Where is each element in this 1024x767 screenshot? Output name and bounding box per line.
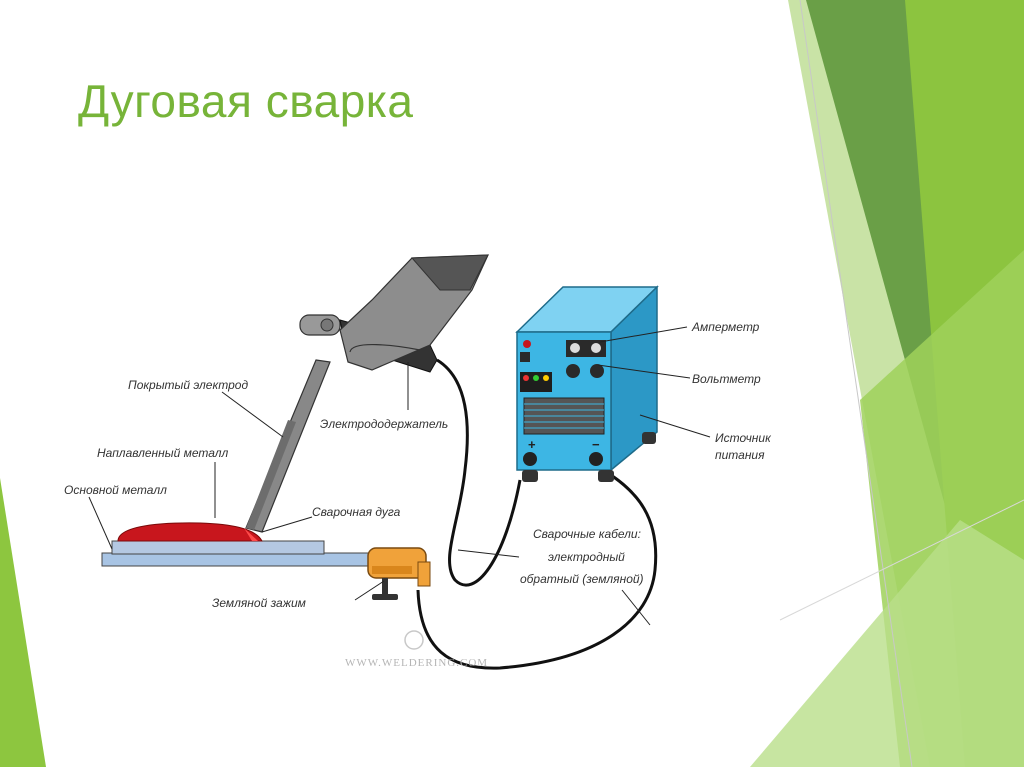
label-minus: − xyxy=(592,437,600,452)
welding-machine-icon xyxy=(515,285,659,482)
electrode-cable xyxy=(436,358,522,587)
label-cables-3: обратный (земляной) xyxy=(520,572,644,586)
label-power-source-1: Источник xyxy=(715,431,772,445)
left-green-triangle xyxy=(0,478,46,767)
decor-line xyxy=(799,0,913,767)
watermark-text: WWW.WELDERING.COM xyxy=(345,657,488,669)
glove-icon xyxy=(339,254,489,371)
slide-title: Дуговая сварка xyxy=(78,75,414,127)
label-plus: + xyxy=(528,437,536,452)
electrode-shade xyxy=(246,420,296,530)
return-cable xyxy=(416,464,658,670)
base-plate xyxy=(101,552,381,567)
label-cables-2: электродный xyxy=(548,550,625,564)
label-power-source-2: питания xyxy=(715,448,765,462)
label-coated-electrode: Покрытый электрод xyxy=(128,378,248,392)
label-cables-1: Сварочные кабели: xyxy=(533,527,641,541)
decor-line-2 xyxy=(779,499,1024,621)
label-voltmeter: Вольтметр xyxy=(692,372,761,386)
label-ground-clamp: Земляной зажим xyxy=(212,596,306,610)
label-deposited-metal: Наплавленный металл xyxy=(97,446,229,460)
watermark-logo xyxy=(404,630,424,650)
label-welding-arc: Сварочная дуга xyxy=(312,505,401,519)
label-ammeter: Амперметр xyxy=(691,320,760,334)
label-base-metal: Основной металл xyxy=(64,483,167,497)
deposited-metal-bead xyxy=(117,522,263,542)
ground-clamp-icon xyxy=(367,547,431,600)
label-electrode-holder: Электрододержатель xyxy=(320,417,448,431)
base-metal xyxy=(111,540,325,555)
welding-arc-glow xyxy=(244,528,258,541)
right-bottom-band xyxy=(750,520,1024,767)
